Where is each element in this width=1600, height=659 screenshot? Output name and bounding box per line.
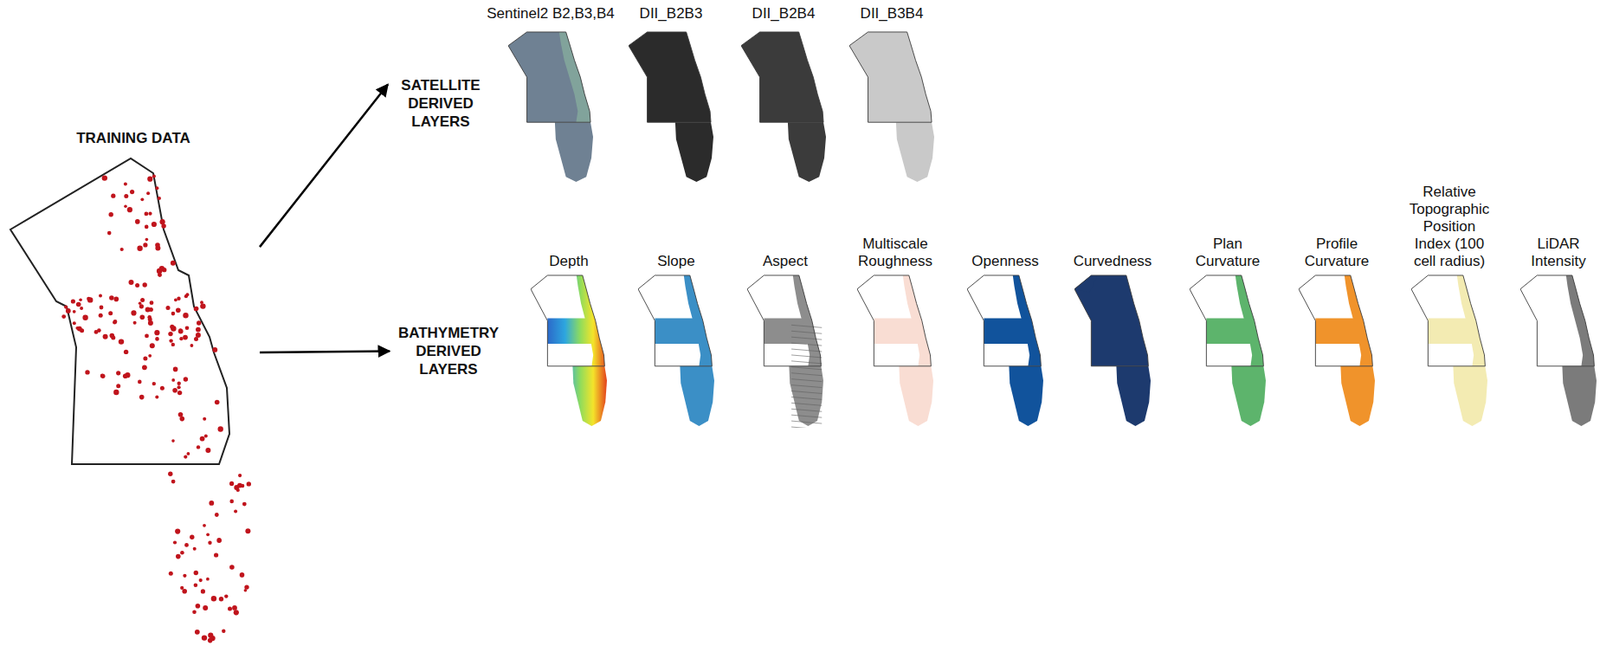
layer-title: Profile Curvature bbox=[1291, 235, 1382, 271]
layer-title: Sentinel2 B2,B3,B4 bbox=[479, 5, 622, 23]
layer-thumbnail: Aspect bbox=[731, 169, 839, 428]
heading-box: DII_B3B4 bbox=[848, 5, 936, 26]
layer-thumbnail: DII_B2B3 bbox=[627, 5, 715, 184]
heading-box: Plan Curvature bbox=[1174, 169, 1282, 271]
layer-title: DII_B3B4 bbox=[848, 5, 936, 23]
section-heading: SATELLITE DERIVED LAYERS bbox=[389, 76, 492, 131]
layer-thumbnail: Slope bbox=[622, 169, 730, 428]
layer-title: Multiscale Roughness bbox=[850, 235, 941, 271]
heading-box: DII_B2B3 bbox=[627, 5, 715, 26]
layer-title: Aspect bbox=[762, 252, 808, 271]
map-thumbnail bbox=[747, 273, 824, 428]
layer-thumbnail: LiDAR Intensity bbox=[1520, 169, 1597, 428]
layer-title: Slope bbox=[657, 252, 695, 271]
map-thumbnail bbox=[967, 273, 1044, 428]
map-thumbnail bbox=[849, 30, 935, 184]
map-thumbnail bbox=[638, 273, 715, 428]
layer-thumbnail: Profile Curvature bbox=[1283, 169, 1391, 428]
map-thumbnail bbox=[530, 273, 607, 428]
layer-title: Curvedness bbox=[1073, 252, 1153, 271]
group-label: SATELLITE DERIVED LAYERS bbox=[389, 76, 492, 131]
heading-box: Curvedness bbox=[1058, 169, 1167, 271]
map-thumbnail bbox=[1298, 273, 1375, 428]
heading-box: Slope bbox=[622, 169, 730, 271]
layer-thumbnail: DII_B3B4 bbox=[848, 5, 936, 184]
layer-title: Relative Topographic Position Index (100… bbox=[1404, 183, 1495, 271]
map-thumbnail bbox=[857, 273, 934, 428]
section-heading: BATHYMETRY DERIVED LAYERS bbox=[391, 323, 506, 379]
layer-thumbnail: Openness bbox=[951, 169, 1059, 428]
layer-thumbnail: Depth bbox=[515, 169, 623, 428]
map-thumbnail bbox=[1411, 273, 1488, 428]
heading-box: Aspect bbox=[731, 169, 839, 271]
heading-box: Multiscale Roughness bbox=[841, 169, 949, 271]
layer-thumbnail: Multiscale Roughness bbox=[841, 169, 949, 428]
layer-title: Depth bbox=[548, 252, 588, 271]
map-thumbnail bbox=[741, 30, 826, 184]
group-label: BATHYMETRY DERIVED LAYERS bbox=[391, 323, 506, 379]
heading-box: Relative Topographic Position Index (100… bbox=[1395, 169, 1504, 271]
training-data-panel: TRAINING DATA bbox=[6, 125, 260, 656]
layer-title: Plan Curvature bbox=[1182, 235, 1273, 271]
heading-box: DII_B2B4 bbox=[740, 5, 827, 26]
map-thumbnail bbox=[508, 30, 594, 184]
flow-arrow bbox=[259, 351, 390, 353]
layer-thumbnail: DII_B2B4 bbox=[740, 5, 827, 184]
map-thumbnail bbox=[628, 30, 714, 184]
section-heading: TRAINING DATA bbox=[6, 129, 260, 148]
layer-title: DII_B2B3 bbox=[627, 5, 715, 23]
heading-box: Sentinel2 B2,B3,B4 bbox=[479, 5, 622, 26]
heading-box: BATHYMETRY DERIVED LAYERS bbox=[391, 323, 506, 379]
training-points-map bbox=[6, 125, 260, 656]
layer-thumbnail: Curvedness bbox=[1058, 169, 1167, 428]
layer-title: LiDAR Intensity bbox=[1520, 235, 1597, 271]
heading-box: Openness bbox=[951, 169, 1059, 271]
heading-box: TRAINING DATA bbox=[6, 129, 260, 148]
layer-thumbnail: Relative Topographic Position Index (100… bbox=[1395, 169, 1504, 428]
layer-title: DII_B2B4 bbox=[740, 5, 827, 23]
heading-box: LiDAR Intensity bbox=[1520, 169, 1597, 271]
heading-box: SATELLITE DERIVED LAYERS bbox=[389, 76, 492, 131]
layer-title: Openness bbox=[971, 252, 1039, 271]
flow-arrow bbox=[259, 83, 388, 247]
heading-box: Profile Curvature bbox=[1283, 169, 1391, 271]
heading-box: Depth bbox=[515, 169, 623, 271]
map-thumbnail bbox=[1189, 273, 1266, 428]
map-thumbnail bbox=[1074, 273, 1151, 428]
layer-thumbnail: Plan Curvature bbox=[1174, 169, 1282, 428]
map-thumbnail bbox=[1520, 273, 1597, 428]
layer-thumbnail: Sentinel2 B2,B3,B4 bbox=[479, 5, 622, 184]
